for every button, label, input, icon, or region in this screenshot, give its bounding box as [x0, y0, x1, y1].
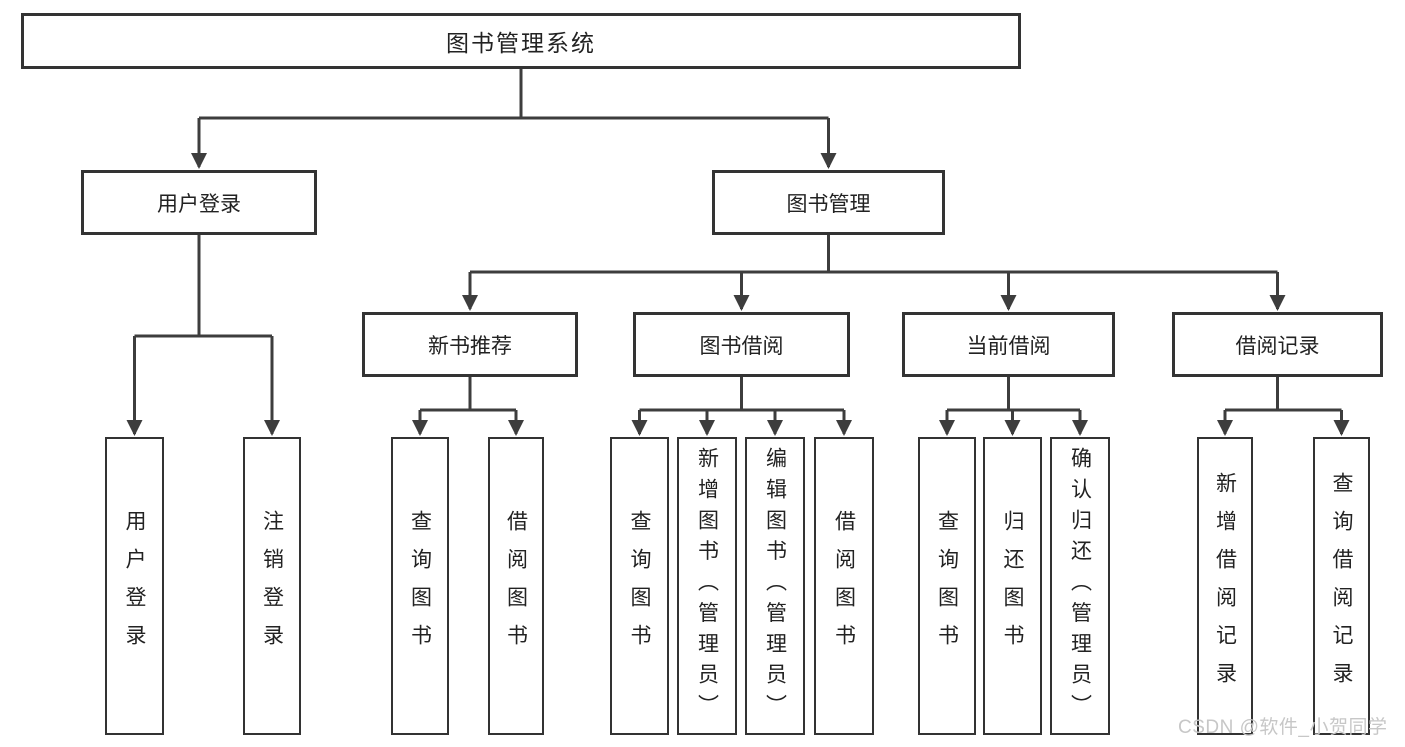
node-query-book-rec: 查询图书 — [391, 437, 449, 735]
arrowhead-add-borrow-record — [1217, 420, 1233, 436]
arrowhead-book-borrowing — [733, 295, 750, 311]
arrowhead-login-user — [126, 420, 143, 436]
arrowhead-confirm-return — [1072, 420, 1088, 436]
arrowhead-new-book-recommend — [462, 295, 478, 311]
arrowhead-book-management — [820, 153, 837, 169]
arrowhead-return-book — [1004, 420, 1021, 436]
arrowhead-logout-user — [264, 420, 280, 436]
node-logout-user: 注销登录 — [243, 437, 301, 735]
node-query-book-current: 查询图书 — [918, 437, 976, 735]
node-current-borrowing: 当前借阅 — [902, 312, 1115, 377]
arrowhead-borrow-book — [836, 420, 852, 436]
node-label: 查询借阅记录 — [1330, 472, 1353, 700]
node-label: 查询图书 — [408, 510, 432, 662]
arrowhead-borrow-book-rec — [508, 420, 524, 436]
node-label: 借阅图书 — [504, 510, 528, 662]
node-confirm-return: 确认归还（管理员） — [1050, 437, 1110, 735]
node-label: 用户登录 — [123, 510, 146, 662]
arrowhead-add-book-admin — [699, 420, 715, 436]
node-add-book-admin: 新增图书（管理员） — [677, 437, 737, 735]
node-label: 注销登录 — [260, 510, 284, 662]
node-borrow-book: 借阅图书 — [814, 437, 874, 735]
node-book-management: 图书管理 — [712, 170, 945, 235]
node-user-login: 用户登录 — [81, 170, 317, 235]
node-add-borrow-record: 新增借阅记录 — [1197, 437, 1253, 735]
node-label: 借阅图书 — [832, 510, 856, 662]
node-label: 新增图书（管理员） — [695, 447, 719, 725]
arrowhead-query-book-rec — [412, 420, 428, 436]
node-label: 图书管理系统 — [446, 30, 596, 56]
node-label: 借阅记录 — [1235, 334, 1320, 358]
node-label: 新增借阅记录 — [1213, 472, 1237, 700]
node-label: 图书借阅 — [699, 334, 784, 358]
arrowhead-query-book-borrow — [631, 420, 648, 436]
node-borrowing-records: 借阅记录 — [1172, 312, 1383, 377]
arrowhead-query-book-current — [939, 420, 955, 436]
node-query-book-borrow: 查询图书 — [610, 437, 669, 735]
node-label: 编辑图书（管理员） — [763, 447, 787, 725]
node-book-borrowing: 图书借阅 — [633, 312, 850, 377]
node-new-book-recommend: 新书推荐 — [362, 312, 578, 377]
node-label: 确认归还（管理员） — [1068, 447, 1092, 725]
node-label: 用户登录 — [157, 192, 241, 216]
node-borrow-book-rec: 借阅图书 — [488, 437, 544, 735]
node-label: 归还图书 — [1001, 510, 1024, 662]
node-query-borrow-record: 查询借阅记录 — [1313, 437, 1370, 735]
arrowhead-edit-book-admin — [767, 420, 783, 436]
node-label: 图书管理 — [786, 192, 871, 216]
arrowhead-current-borrowing — [1000, 295, 1017, 311]
node-label: 当前借阅 — [966, 334, 1051, 358]
node-login-user: 用户登录 — [105, 437, 164, 735]
node-edit-book-admin: 编辑图书（管理员） — [745, 437, 805, 735]
arrowhead-borrowing-records — [1269, 295, 1286, 311]
arrowhead-query-borrow-record — [1333, 420, 1350, 436]
node-label: 新书推荐 — [428, 334, 512, 358]
connector-path — [133, 69, 1343, 434]
node-root: 图书管理系统 — [21, 13, 1021, 69]
node-return-book: 归还图书 — [983, 437, 1042, 735]
node-label: 查询图书 — [628, 510, 651, 662]
arrowhead-user-login — [191, 153, 207, 169]
node-label: 查询图书 — [935, 510, 959, 662]
